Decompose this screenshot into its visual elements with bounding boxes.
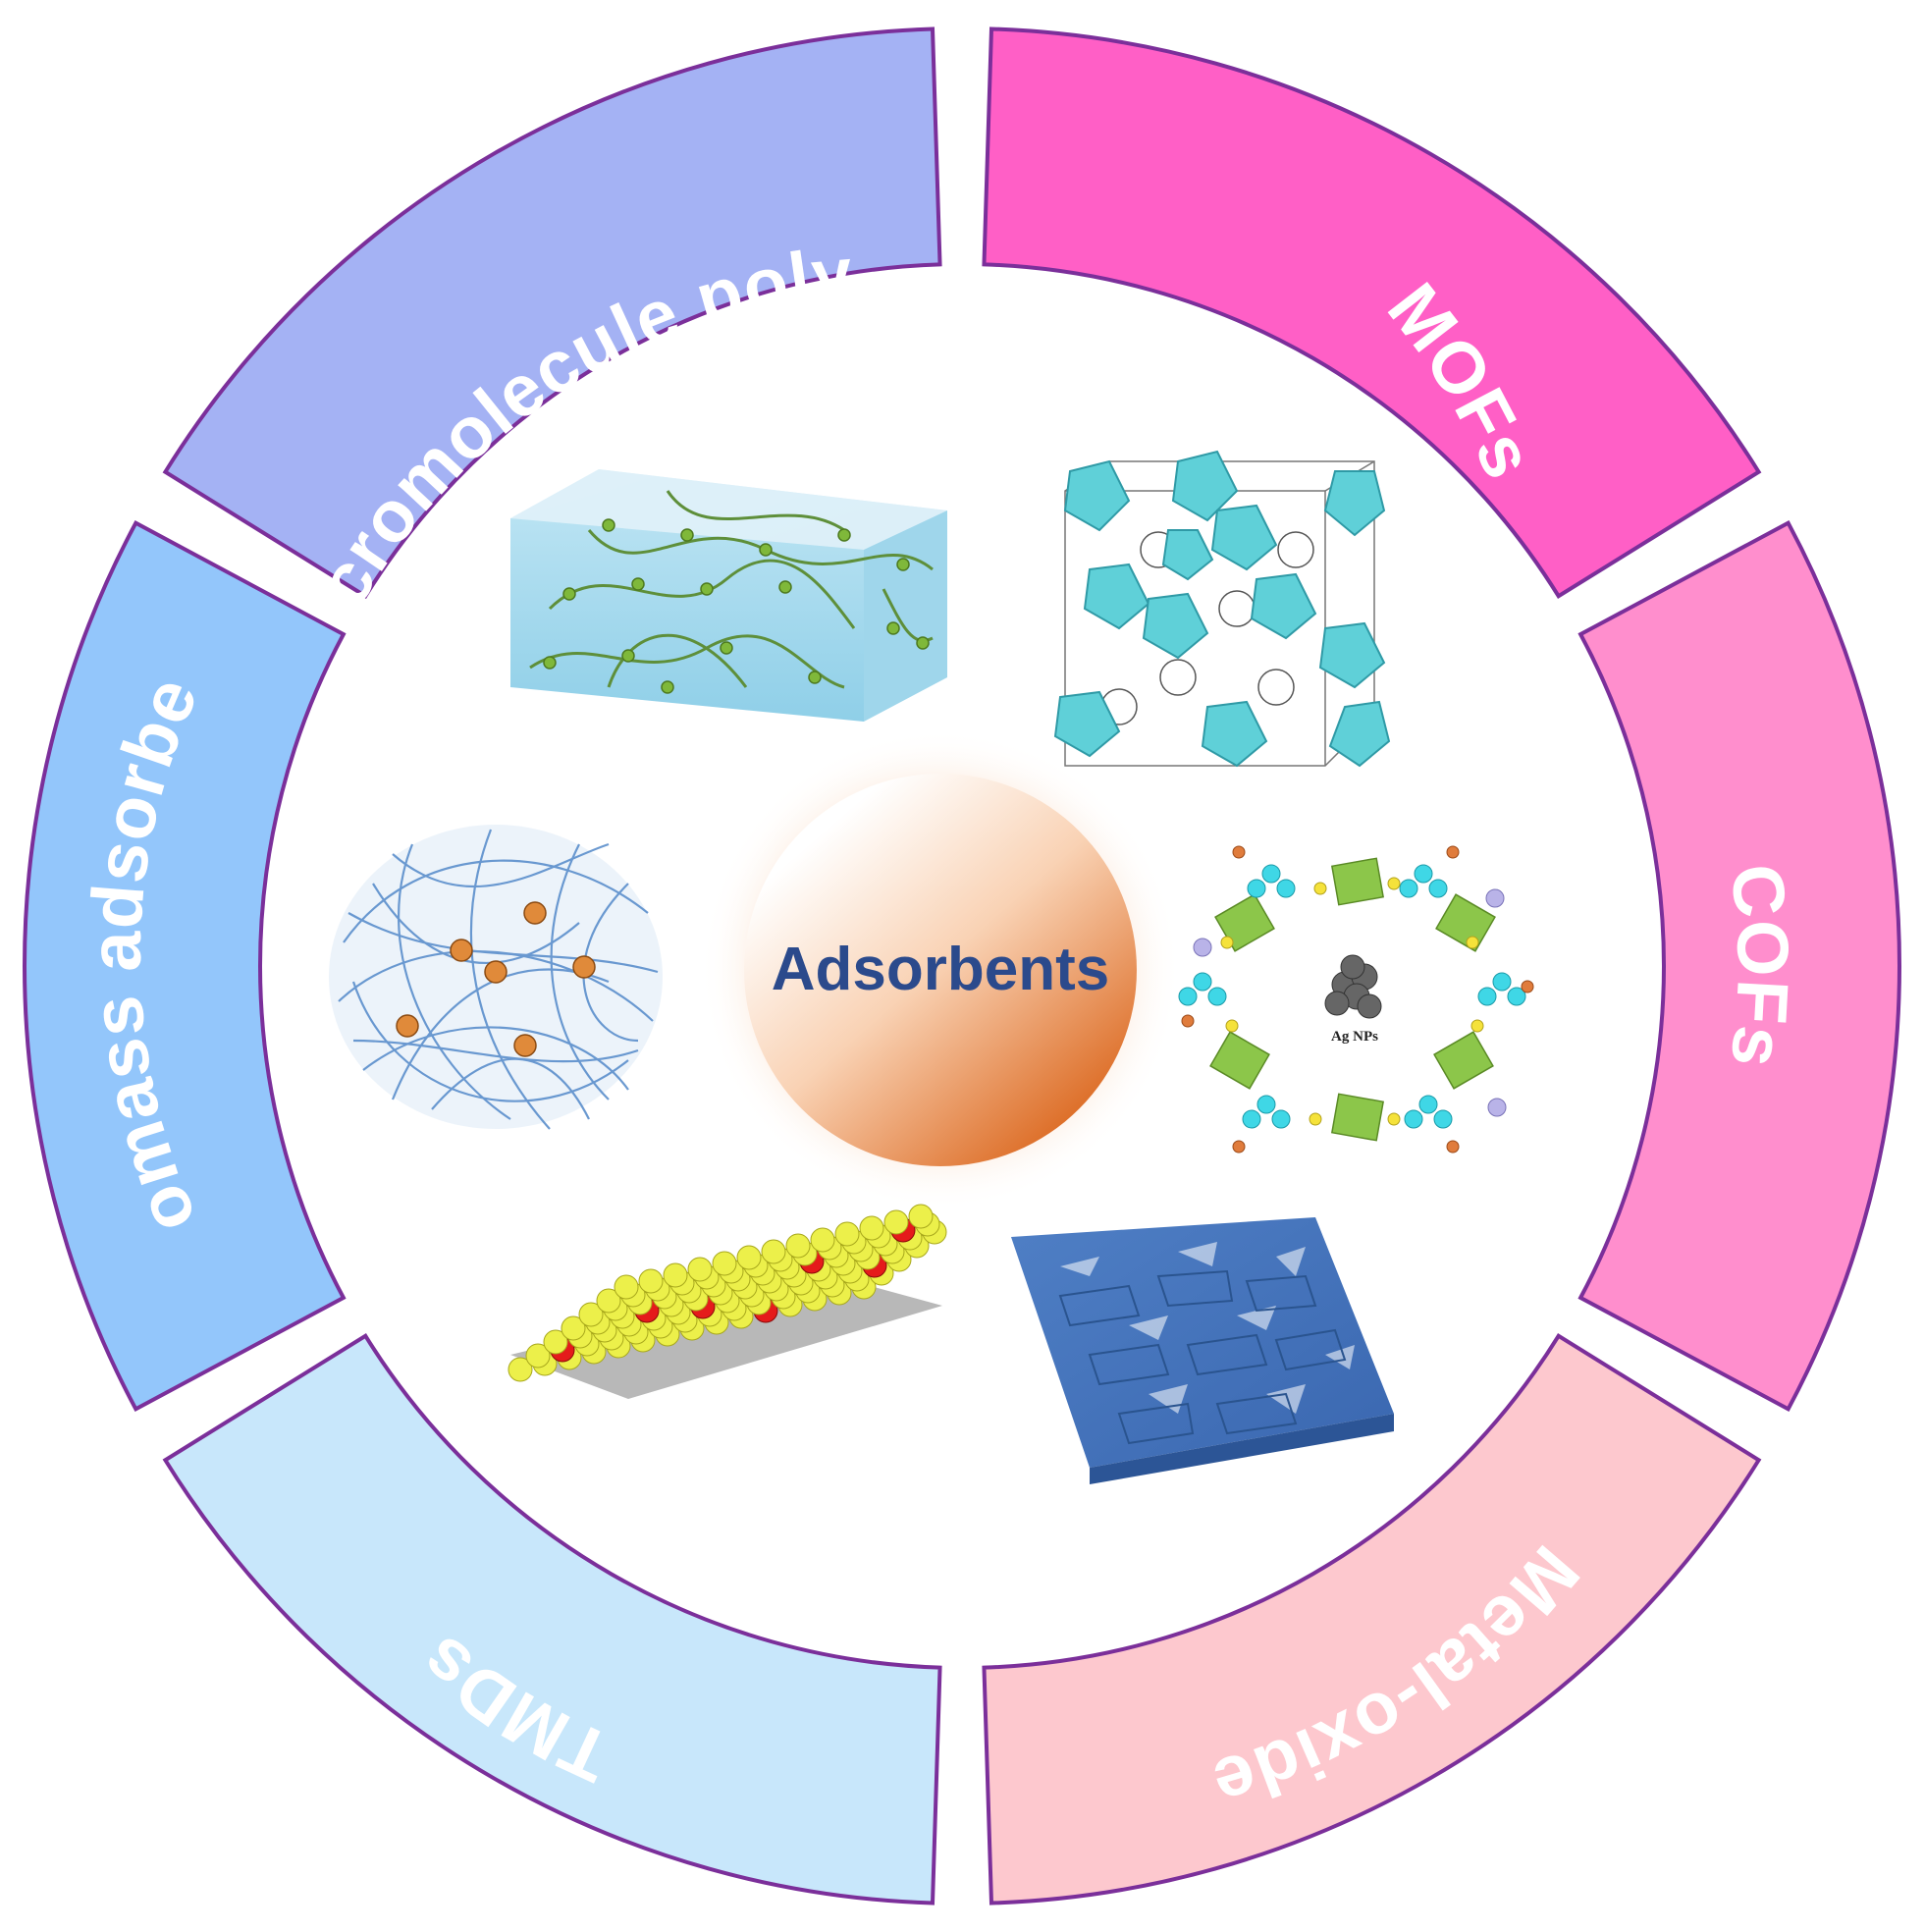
segment-label-cofs: COFs xyxy=(1715,860,1804,1073)
tmd-atom xyxy=(908,1204,934,1229)
tmd-atom xyxy=(578,1302,604,1327)
cof-illustration: Ag NPs xyxy=(1178,839,1541,1163)
mof-illustration xyxy=(1053,450,1391,768)
tmd-atom xyxy=(687,1257,713,1282)
tmd-atom xyxy=(561,1315,586,1341)
tmd-atom xyxy=(543,1329,568,1355)
segment-metal-oxide xyxy=(982,1333,1762,1905)
tmd-atom xyxy=(736,1245,762,1270)
tmd-atom xyxy=(859,1215,884,1241)
tmd-atom xyxy=(834,1221,860,1247)
tmd-atom xyxy=(761,1239,786,1264)
tmd-atom xyxy=(596,1288,621,1314)
tmd-atom xyxy=(810,1227,835,1253)
tmd-illustration xyxy=(508,1204,947,1399)
biomass-illustration xyxy=(329,825,663,1130)
tmd-atom xyxy=(663,1262,688,1288)
center-title: Adsorbents xyxy=(772,936,1109,1003)
segment-macromolecule-polymer xyxy=(162,27,942,599)
tmd-atom xyxy=(883,1209,909,1235)
segment-ring xyxy=(23,27,1901,1905)
tmd-atom xyxy=(508,1357,533,1382)
tmd-atom xyxy=(712,1251,737,1276)
tmd-atom xyxy=(785,1233,811,1259)
tmd-atom xyxy=(525,1343,551,1368)
hydrogel-illustration xyxy=(510,469,947,722)
center-sphere: Adsorbents xyxy=(700,729,1181,1210)
cof-inner-label: Ag NPs xyxy=(1331,1029,1378,1045)
center-orb xyxy=(744,774,1137,1166)
metal-oxide-illustration xyxy=(1011,1217,1394,1484)
tmd-atom xyxy=(614,1274,639,1300)
segment-tmds xyxy=(162,1333,942,1905)
segment-cofs xyxy=(1577,520,1901,1412)
tmd-atom xyxy=(638,1268,664,1294)
segment-biomass-adsorbent xyxy=(23,520,347,1412)
segment-mofs xyxy=(982,27,1762,599)
